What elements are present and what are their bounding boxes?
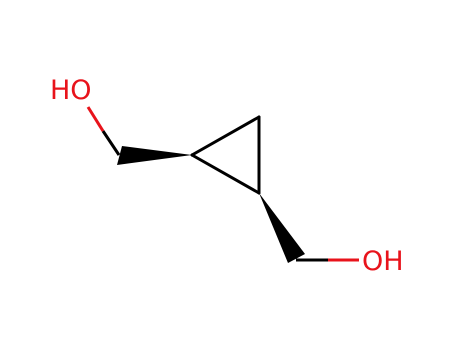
wedge-bond-top (117, 146, 192, 165)
ring-bond-c3-c1 (190, 153, 261, 195)
hydroxyl-label-bottom: OH (362, 246, 404, 277)
bond-ch2-o-top (86, 106, 121, 156)
hydroxyl-label-top: HO (50, 75, 92, 106)
wedge-bond-bottom (259, 193, 305, 263)
cyclopropane-ring (190, 115, 261, 195)
ring-bond-c1-c2 (190, 115, 261, 157)
